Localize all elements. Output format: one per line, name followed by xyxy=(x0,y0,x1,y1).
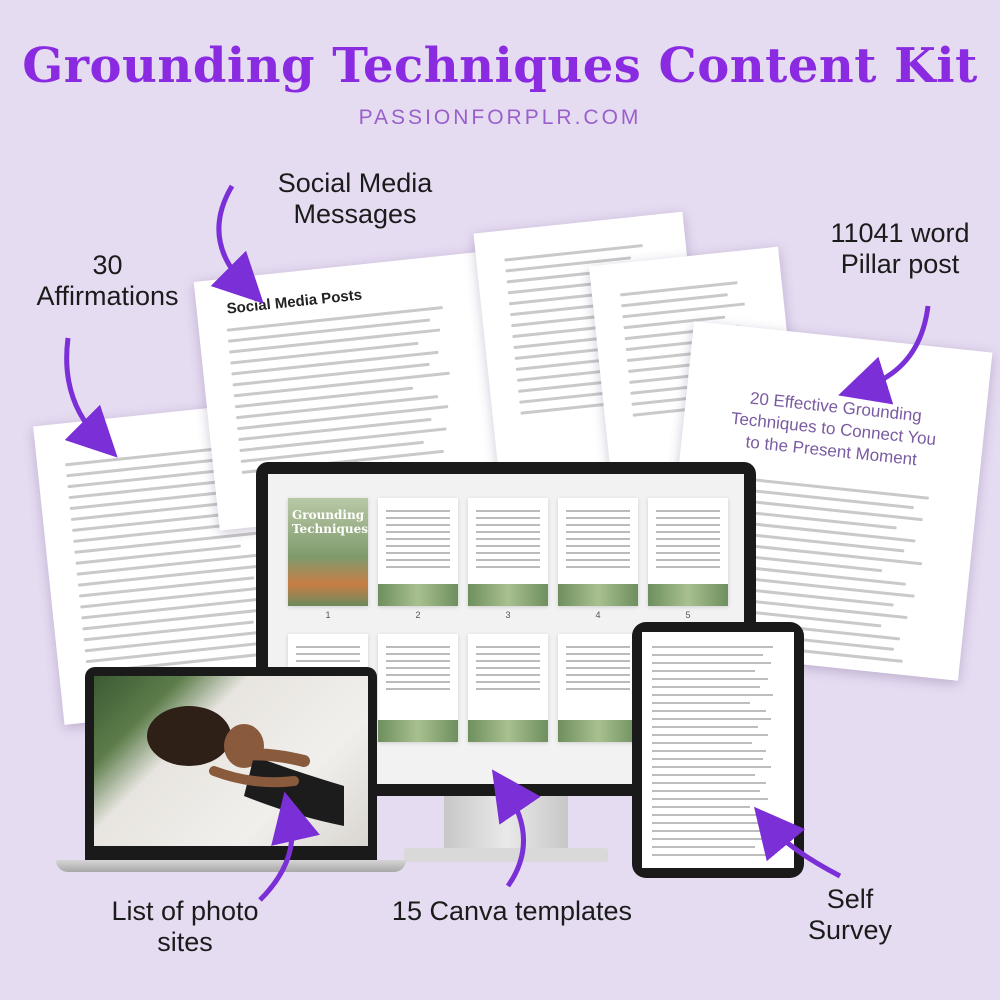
laptop-photo xyxy=(94,676,368,846)
template-number: 4 xyxy=(595,610,601,620)
template-thumb[interactable] xyxy=(648,498,728,606)
template-thumb[interactable] xyxy=(558,634,638,742)
arrow-self-survey xyxy=(753,806,842,879)
arrow-affirmations xyxy=(64,337,118,458)
site-url: PASSIONFORPLR.COM xyxy=(358,106,642,129)
arrow-photo-sites xyxy=(258,791,320,902)
monitor-base xyxy=(404,848,608,862)
laptop xyxy=(85,667,377,860)
template-thumb[interactable] xyxy=(558,498,638,606)
template-cover-title: Grounding Techniques xyxy=(292,508,369,536)
template-thumb[interactable] xyxy=(468,498,548,606)
template-thumb[interactable] xyxy=(468,634,548,742)
template-cover-thumb[interactable]: Grounding Techniques xyxy=(288,498,368,606)
arrow-pillar-post xyxy=(838,305,931,405)
arrow-social-media xyxy=(210,184,264,304)
arrow-canva-templates xyxy=(491,769,541,888)
label-pillar-post: 11041 word Pillar post xyxy=(830,218,970,279)
label-self-survey: Self Survey xyxy=(807,884,893,945)
template-number: 1 xyxy=(325,610,331,620)
label-photo-sites: List of photo sites xyxy=(111,896,259,957)
template-thumb[interactable] xyxy=(378,634,458,742)
template-thumb[interactable] xyxy=(378,498,458,606)
laptop-base xyxy=(56,860,406,872)
label-social-media: Social Media Messages xyxy=(277,168,433,229)
label-affirmations: 30 Affirmations xyxy=(36,250,179,311)
template-number: 3 xyxy=(505,610,511,620)
template-number: 5 xyxy=(685,610,691,620)
kit-title: Grounding Techniques Content Kit xyxy=(22,38,978,94)
template-number: 2 xyxy=(415,610,421,620)
label-canva-templates: 15 Canva templates xyxy=(391,896,633,926)
